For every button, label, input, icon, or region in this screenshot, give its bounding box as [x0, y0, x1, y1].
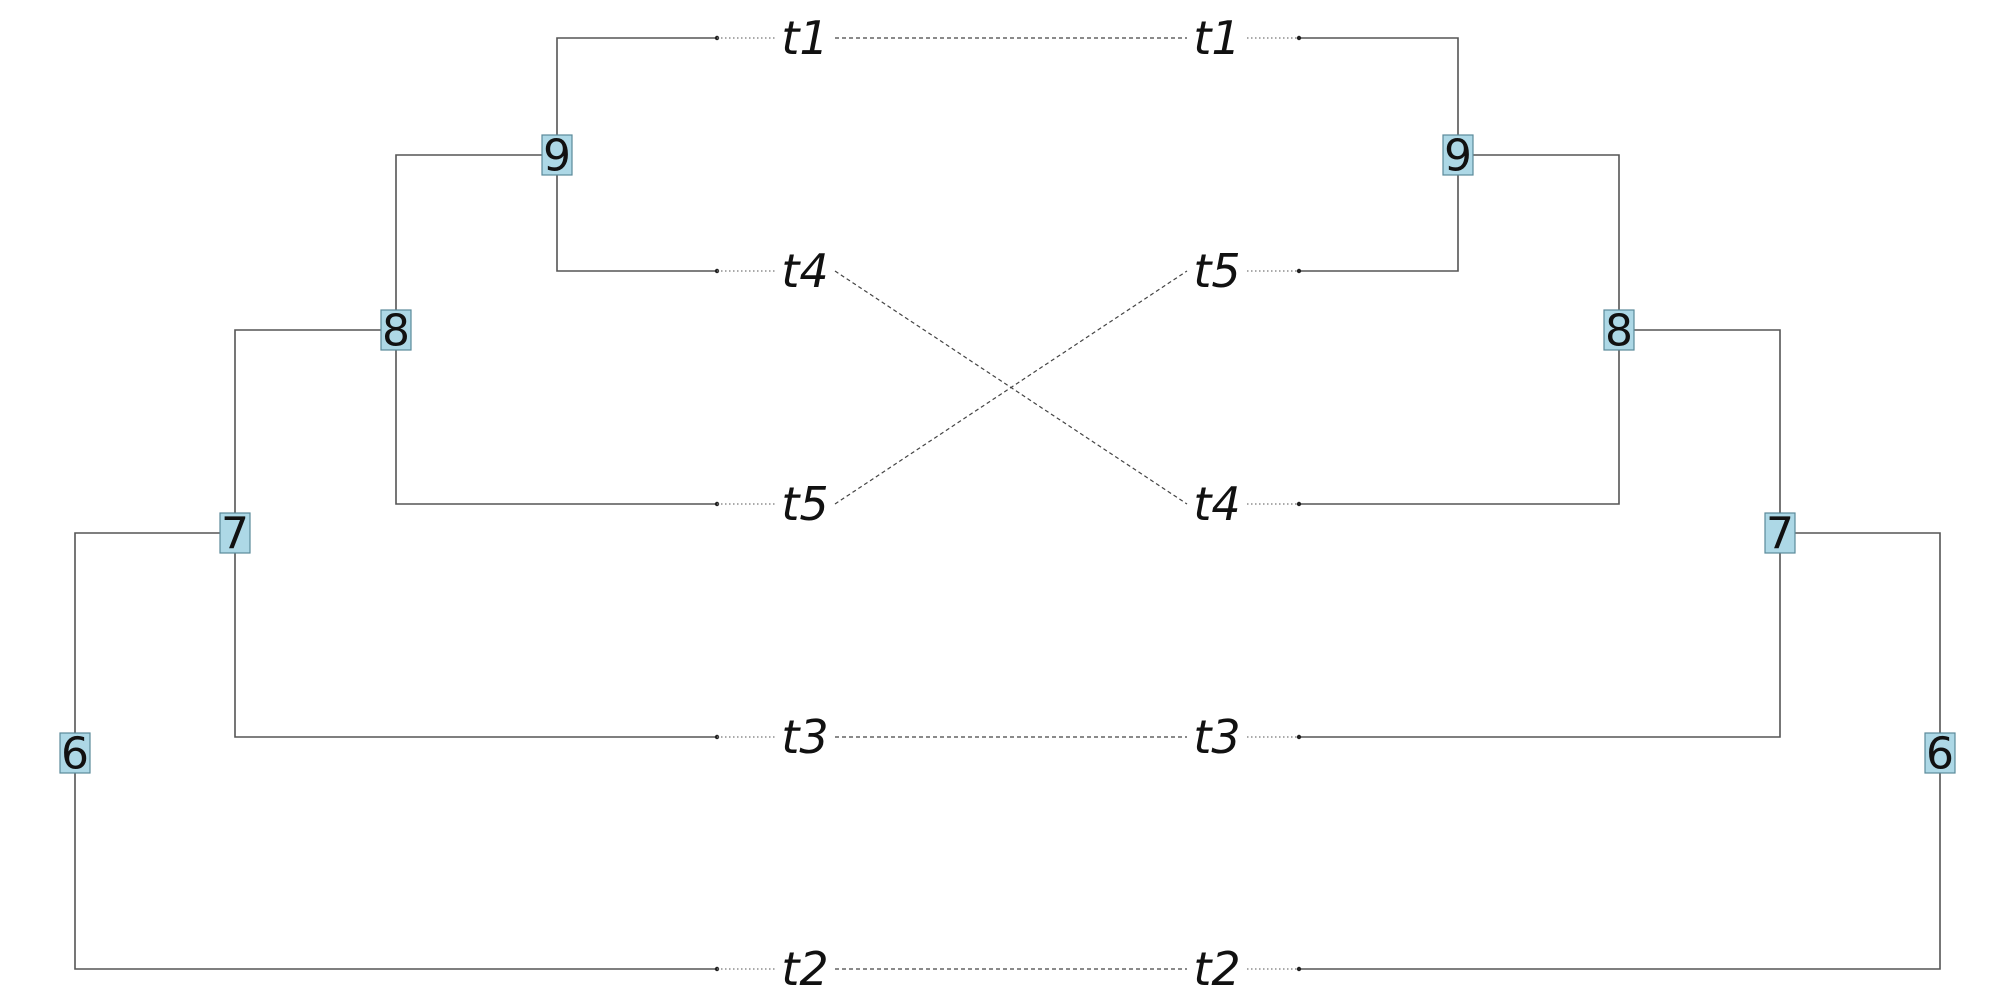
right-branch-n6-t2	[1299, 753, 1941, 970]
right-leaf-label-t3: t3	[1193, 710, 1240, 764]
right-node-label-n6: 6	[1926, 729, 1954, 780]
right-leaf-label-t2: t2	[1193, 942, 1240, 996]
left-node-label-n8: 8	[382, 306, 410, 357]
right-tip-dot-t1	[1296, 35, 1302, 41]
left-leaf-label-t4: t4	[781, 244, 828, 298]
left-branch-n6-t2	[74, 753, 717, 970]
left-branch-n9-t4	[556, 155, 717, 272]
left-node-box-n7	[219, 512, 251, 554]
left-branch-n7-n8	[234, 329, 396, 533]
right-node-label-n9: 9	[1444, 131, 1472, 182]
right-node-box-n7	[1764, 512, 1796, 554]
right-node-label-n7: 7	[1766, 509, 1794, 560]
left-leaf-label-t1: t1	[781, 11, 828, 65]
left-tree: t1 t4 t5 t3 t2 6 7 8 9	[59, 11, 829, 996]
right-tip-dot-t5	[1296, 268, 1302, 274]
right-tree: t1 t5 t4 t3 t2 6 7 8 9	[1193, 11, 1956, 996]
left-node-label-n7: 7	[221, 509, 249, 560]
right-branch-n8-n9	[1458, 154, 1620, 330]
right-branch-n7-n8	[1619, 329, 1781, 533]
right-leaf-label-t4: t4	[1193, 477, 1240, 531]
left-branch-n9-t1	[556, 37, 717, 155]
left-leaf-label-t3: t3	[781, 710, 828, 764]
left-leaf-label-t5: t5	[781, 477, 828, 531]
left-node-box-n8	[380, 309, 412, 351]
left-node-label-n9: 9	[543, 131, 571, 182]
right-branch-n8-t4	[1299, 330, 1620, 505]
right-node-label-n8: 8	[1605, 306, 1633, 357]
right-tip-dot-t4	[1296, 501, 1302, 507]
connectors	[834, 37, 1188, 970]
left-node-box-n6	[59, 732, 91, 774]
left-leaf-label-t2: t2	[781, 942, 828, 996]
left-node-label-n6: 6	[61, 729, 89, 780]
right-branch-n9-t1	[1299, 37, 1459, 155]
left-node-box-n9	[541, 134, 573, 176]
connector-t5	[834, 270, 1188, 505]
right-leaf-label-t1: t1	[1193, 11, 1240, 65]
right-leaf-label-t5: t5	[1193, 244, 1240, 298]
right-tip-dot-t2	[1296, 966, 1302, 972]
right-node-box-n6	[1924, 732, 1956, 774]
left-branch-n7-t3	[234, 533, 717, 738]
right-branch-n9-t5	[1299, 155, 1459, 272]
left-branch-n6-n7	[74, 532, 235, 753]
right-branch-n7-t3	[1299, 533, 1781, 738]
right-branch-n6-n7	[1780, 532, 1941, 753]
right-tip-dot-t3	[1296, 734, 1302, 740]
right-node-box-n9	[1442, 134, 1474, 176]
right-node-box-n8	[1603, 309, 1635, 351]
left-branch-n8-t5	[395, 330, 717, 505]
left-branch-n8-n9	[395, 154, 557, 330]
